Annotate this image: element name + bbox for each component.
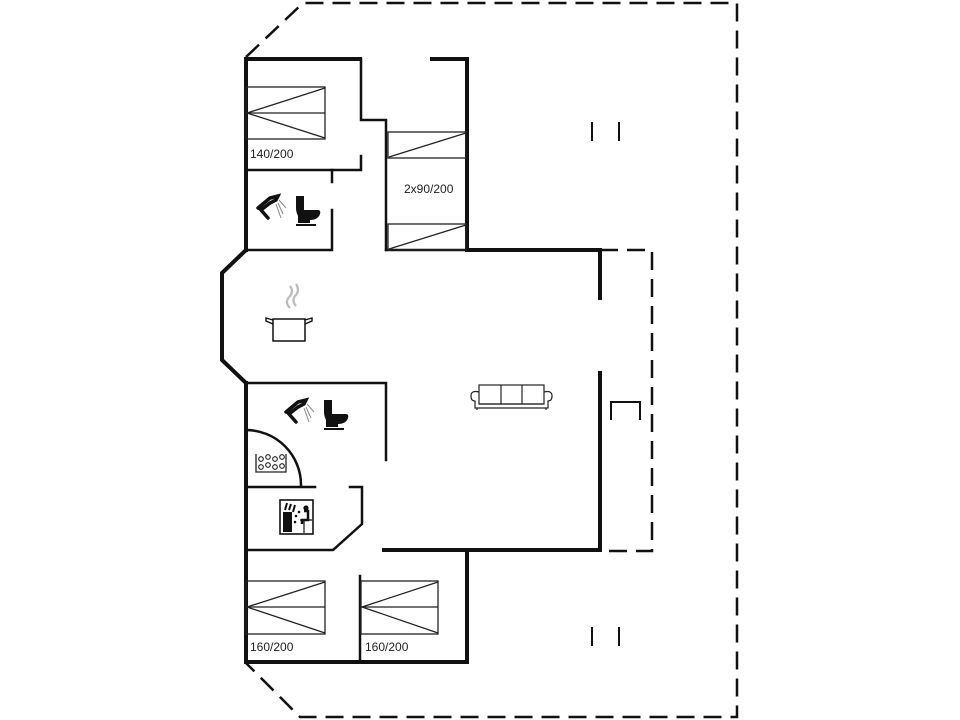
cooking-pot-icon (265, 283, 313, 342)
bed-label-4: 160/200 (365, 640, 409, 654)
exterior-walls (220, 57, 602, 664)
bed-label-1: 140/200 (250, 147, 294, 161)
terrace-chair-marks-bottom (591, 627, 620, 646)
sofa-icon (470, 384, 553, 410)
bed-label-2: 2x90/200 (404, 182, 454, 196)
sauna-icon (279, 499, 314, 535)
bed-160-200-a (244, 580, 326, 635)
shower-icon (284, 397, 315, 424)
shower-icon (256, 193, 287, 220)
terrace-bench-icon (610, 401, 641, 420)
bed-2x90-200 (387, 131, 467, 251)
terrace-outline (245, 1, 739, 719)
toilet-icon (296, 196, 321, 226)
terrace-chair-marks-top (591, 122, 620, 141)
bed-160-200-b (359, 580, 439, 635)
bed-140-200 (244, 86, 326, 140)
interior-walls (244, 57, 469, 664)
bed-label-3: 160/200 (250, 640, 294, 654)
whirlpool-arc (244, 428, 303, 487)
toilet-icon (324, 400, 349, 430)
whirlpool-icon (255, 454, 287, 473)
